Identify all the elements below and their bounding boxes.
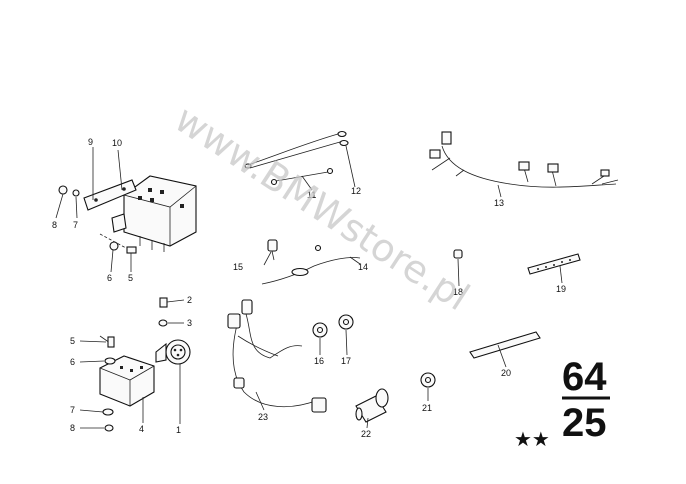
sleeve-drawing: [469, 331, 541, 359]
socket-drawing: [355, 388, 389, 423]
harness-loop-drawing: [227, 299, 327, 413]
leader-lines: [55, 145, 563, 429]
callout-15: 15: [233, 262, 243, 272]
regulator-drawing: [99, 355, 155, 407]
callout-14: 14: [358, 262, 368, 272]
watermark: www.BMWstore.pl: [167, 97, 477, 320]
callout-22: 22: [361, 429, 371, 439]
callout-12: 12: [351, 186, 361, 196]
callout-13: 13: [494, 198, 504, 208]
callout-18: 18: [453, 287, 463, 297]
screws-left-top: [58, 185, 137, 265]
callout-6-bottom: 6: [70, 357, 75, 367]
callout-labels: 1 2 3 4 5 5 6 6 7 7 8 8 9 10 11 12 13 14…: [52, 137, 566, 439]
callout-7-top: 7: [73, 220, 78, 230]
wiring-harness-drawing: [429, 131, 619, 188]
callout-4: 4: [139, 424, 144, 434]
callout-20: 20: [501, 368, 511, 378]
callout-5-top: 5: [128, 273, 133, 283]
callout-5-bottom: 5: [70, 336, 75, 346]
callout-21: 21: [422, 403, 432, 413]
perforated-strip-drawing: [527, 253, 581, 275]
callout-11: 11: [307, 190, 316, 200]
callout-16: 16: [314, 356, 324, 366]
screws-left-bottom: [99, 297, 168, 432]
grommets-drawing: [312, 314, 436, 388]
callout-9: 9: [88, 137, 93, 147]
clip-drawing: [453, 249, 463, 259]
callout-10: 10: [112, 138, 122, 148]
rating-stars: ★★: [514, 427, 550, 451]
callout-2: 2: [187, 295, 192, 305]
relay-unit-drawing: [123, 175, 197, 252]
callout-19: 19: [556, 284, 566, 294]
round-connector-drawing: [155, 339, 191, 365]
group-number: 64: [562, 355, 607, 399]
callout-7-bottom: 7: [70, 405, 75, 415]
sub-group-number: 25: [562, 401, 607, 445]
callout-23: 23: [258, 412, 268, 422]
callout-3: 3: [187, 318, 192, 328]
callout-8-bottom: 8: [70, 423, 75, 433]
callout-17: 17: [341, 356, 351, 366]
callout-8-top: 8: [52, 220, 57, 230]
mounting-bracket-drawing: [83, 179, 137, 233]
callout-6-top: 6: [107, 273, 112, 283]
wire-lead-drawing: [244, 130, 349, 186]
callout-1: 1: [176, 425, 181, 435]
small-lead-drawing: [261, 239, 361, 285]
